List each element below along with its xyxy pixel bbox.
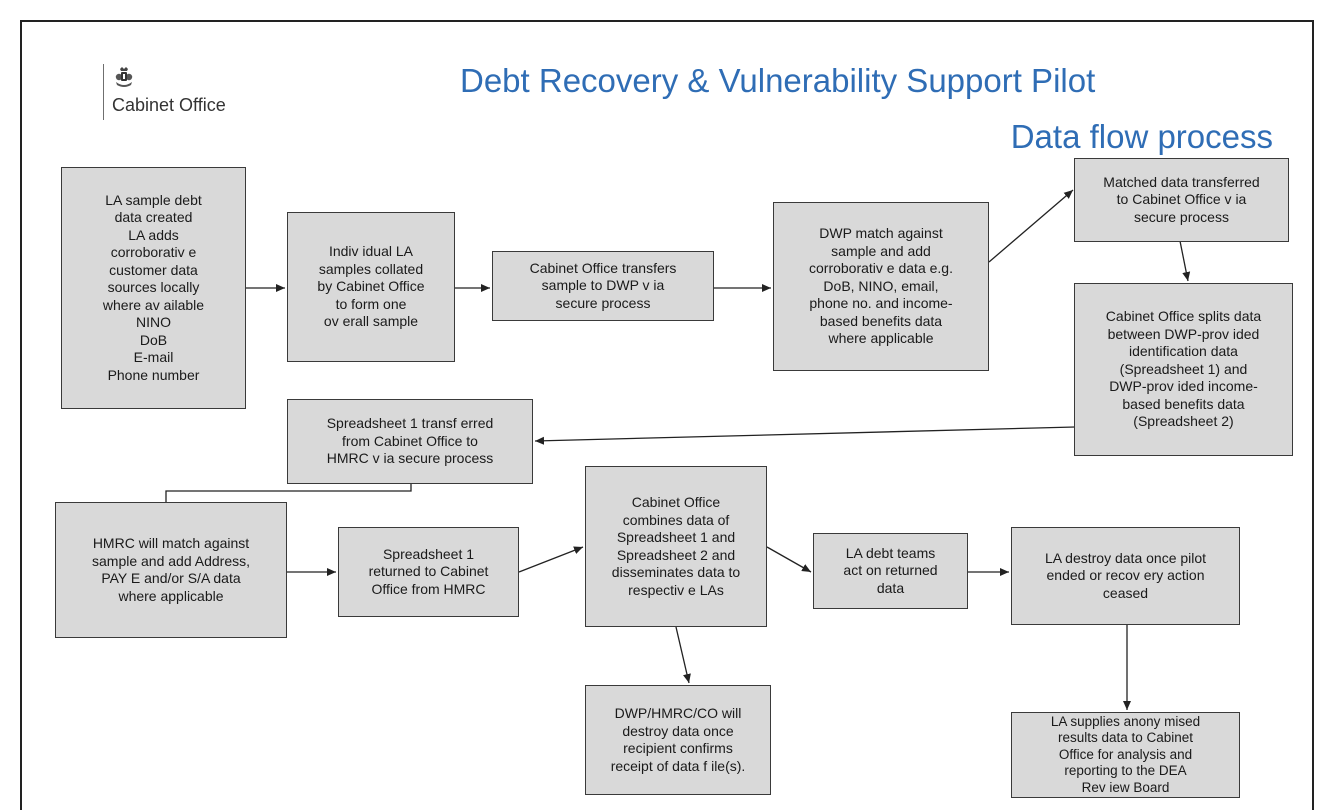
box-hmrc-match-text: HMRC will match against sample and add A… [92, 535, 250, 604]
box-matched-transfer-text: Matched data transferred to Cabinet Offi… [1103, 173, 1260, 225]
box-ss1-returned-text: Spreadsheet 1 returned to Cabinet Office… [368, 545, 489, 597]
box-matched-transfer: Matched data transferred to Cabinet Offi… [1074, 158, 1289, 242]
box-co-combine: Cabinet Office combines data of Spreadsh… [585, 466, 767, 627]
box-hmrc-match: HMRC will match against sample and add A… [55, 502, 287, 638]
box-la-destroy-text: LA destroy data once pilot ended or reco… [1044, 549, 1207, 601]
box-la-results-text: LA supplies anony mised results data to … [1050, 713, 1201, 795]
box-la-debt-teams-text: LA debt teams act on returned data [843, 544, 938, 596]
royal-crest-icon [115, 67, 133, 87]
arrow-combine-to-teams [766, 546, 812, 573]
box-co-transfer-dwp: Cabinet Office transfers sample to DWP v… [492, 251, 714, 321]
box-co-transfer-dwp-text: Cabinet Office transfers sample to DWP v… [529, 259, 677, 311]
page-title: Debt Recovery & Vulnerability Support Pi… [460, 62, 1096, 99]
box-la-debt-teams: LA debt teams act on returned data [813, 533, 968, 609]
box-la-sample-text: LA sample debt data created LA adds corr… [102, 191, 205, 383]
org-name: Cabinet Office [112, 95, 226, 115]
box-la-sample: LA sample debt data created LA adds corr… [61, 167, 246, 409]
box-agencies-destroy-text: DWP/HMRC/CO will destroy data once recip… [610, 705, 746, 774]
box-co-split: Cabinet Office splits data between DWP-p… [1074, 283, 1293, 456]
page-subtitle: Data flow process [1010, 118, 1273, 155]
box-agencies-destroy: DWP/HMRC/CO will destroy data once recip… [585, 685, 771, 795]
box-la-collate-text: Indiv idual LA samples collated by Cabin… [317, 243, 425, 330]
connector-ss1-to-hmrc [165, 483, 412, 502]
arrow-matched-to-split [1179, 240, 1191, 282]
box-ss1-transfer-hmrc: Spreadsheet 1 transf erred from Cabinet … [287, 399, 533, 484]
arrow-combine-to-agencies [675, 626, 691, 684]
box-ss1-transfer-hmrc-text: Spreadsheet 1 transf erred from Cabinet … [326, 415, 494, 467]
box-la-results: LA supplies anony mised results data to … [1011, 712, 1240, 798]
arrow-returned-to-combine [518, 546, 584, 573]
box-dwp-match: DWP match against sample and add corrobo… [773, 202, 989, 371]
box-la-collate: Indiv idual LA samples collated by Cabin… [287, 212, 455, 362]
box-co-split-text: Cabinet Office splits data between DWP-p… [1105, 308, 1262, 430]
arrow-split-to-ss1 [534, 426, 1076, 445]
logo-divider [103, 64, 104, 120]
box-co-combine-text: Cabinet Office combines data of Spreadsh… [611, 494, 741, 598]
box-dwp-match-text: DWP match against sample and add corrobo… [809, 225, 953, 347]
arrow-dwp-to-matched [988, 189, 1074, 263]
box-la-destroy: LA destroy data once pilot ended or reco… [1011, 527, 1240, 625]
box-ss1-returned: Spreadsheet 1 returned to Cabinet Office… [338, 527, 519, 617]
